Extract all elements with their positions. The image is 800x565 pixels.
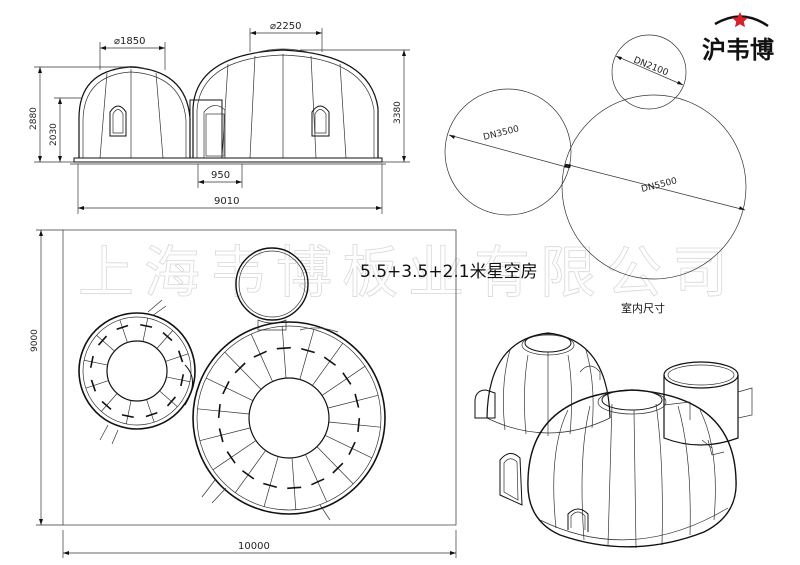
dim-total-height-large: 3380 [393,101,403,124]
partition-line [146,399,155,423]
dim-passage: 950 [211,170,230,181]
partition-bar [253,350,267,358]
partition-bar [354,393,360,408]
partition-line [316,446,354,485]
partition-line [125,400,132,424]
partition-bar [276,346,291,350]
partition-line [212,440,257,471]
partition-bar [348,441,356,456]
partition-bar [90,379,97,392]
circle-medium-label: DN3500 [482,124,520,143]
partition-line [299,329,315,380]
partition-line [321,365,366,396]
isometric-view [474,332,753,549]
partition-line [305,454,328,503]
partition-bar [116,324,129,331]
partition-bar [101,400,112,411]
dim-total-height-small: 2880 [29,107,39,130]
circle-small-label: DN2100 [632,56,670,79]
partition-line [165,353,189,362]
front-dimensions: ⌀1850 ⌀2250 2880 2030 3380 950 [29,21,410,214]
partition-line [205,377,254,401]
partition-bar [241,470,255,480]
partition-line [197,408,250,415]
partition-bar [342,372,352,385]
partition-line [96,334,115,352]
plan-dim-width: 10000 [238,541,270,552]
partition-bar [234,362,246,374]
partition-line [281,326,287,379]
plan-dim-height: 9000 [30,329,40,352]
company-watermark: 上海韦博板业有限公司 [78,241,738,306]
partition-bar [180,374,185,387]
partition-line [234,450,266,493]
partition-bar [177,350,184,363]
partition-line [291,457,297,510]
partition-line [327,394,379,409]
dim-total-length: 9010 [214,196,239,207]
dim-small-dome: ⌀1850 [114,36,145,47]
logo-text: 沪韦博 [702,36,774,64]
brand-logo: 沪韦博 [702,12,774,64]
partition-bar [145,411,158,418]
partition-line [324,435,373,459]
partition-bar [226,451,236,464]
plan-view: 9000 10000 [30,229,457,558]
diagram-title: 5.5+3.5+2.1米星空房 [360,262,538,282]
partition-line [328,421,381,428]
partition-line [250,333,273,382]
partition-line [263,456,279,507]
partition-bar [140,323,153,328]
partition-bar [217,403,221,419]
partition-bar [97,335,108,346]
partition-bar [218,428,224,443]
front-elevation [70,48,386,165]
partition-line [84,359,108,366]
partition-line [85,380,109,389]
dim-large-dome: ⌀2250 [270,21,301,32]
partition-line [142,318,149,342]
partition-bar [357,417,361,433]
partition-bar [121,414,134,419]
circle-large-label: DN5500 [640,176,678,195]
partition-bar [222,380,230,395]
partition-line [119,319,128,343]
partition-line [199,427,251,442]
diagram-subtitle: 室内尺寸 [621,301,665,315]
partition-bar [323,356,337,366]
partition-line [159,390,178,408]
partition-line [224,351,262,390]
partition-bar [263,482,277,489]
partition-line [156,330,174,349]
partition-bar [311,478,325,486]
logo-star-icon [732,12,748,28]
partition-bar [301,347,315,354]
partition-bar [332,462,344,474]
partition-bar [287,486,302,490]
partition-bar [89,355,94,368]
partition-line [166,376,190,383]
partition-line [100,393,118,412]
partition-bar [166,396,177,407]
partition-line [312,343,344,386]
partition-bar [162,331,173,342]
dim-inner-height-small: 2030 [49,123,59,146]
